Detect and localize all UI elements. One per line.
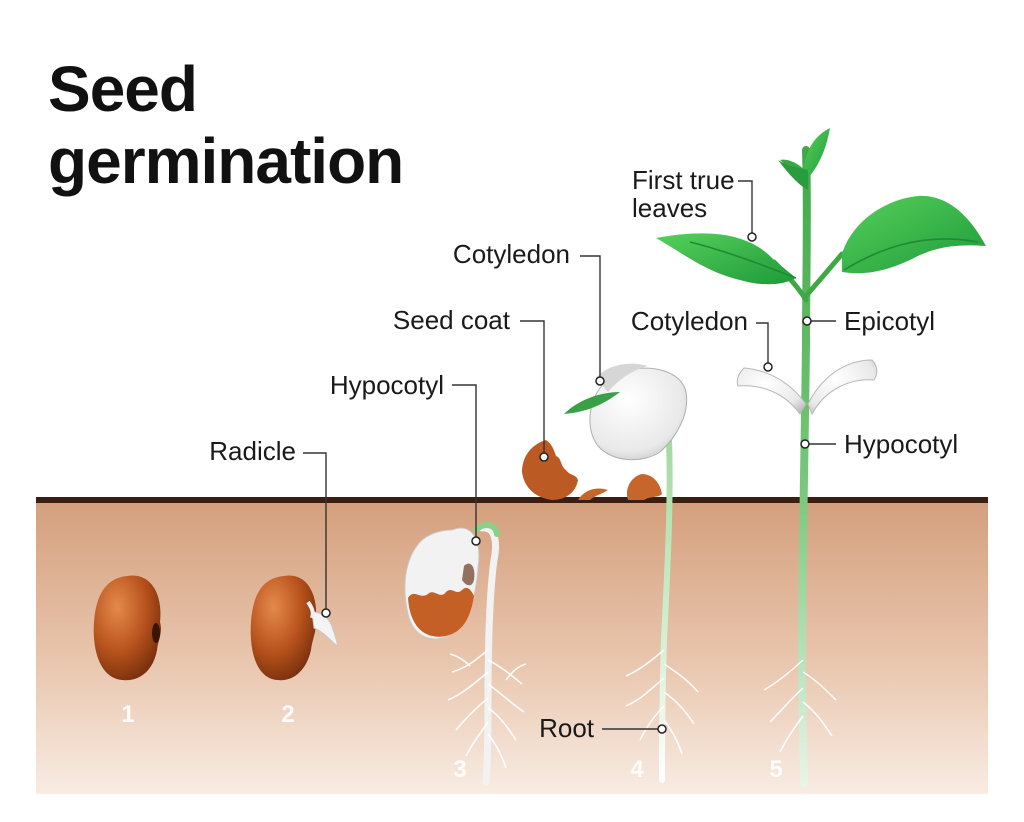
label-cotyledon-stage-5: Cotyledon: [631, 306, 748, 336]
soil: [36, 500, 988, 794]
label-first-true-leaves-line-1: First true: [632, 165, 735, 195]
stage-number-3: 3: [453, 756, 466, 783]
label-cotyledon-stage-4: Cotyledon: [453, 239, 570, 269]
title-line-2: germination: [48, 125, 404, 197]
label-hypocotyl-stage-3: Hypocotyl: [330, 370, 444, 400]
stage-number-1: 1: [121, 701, 134, 728]
stage-4-seedling: [522, 363, 699, 783]
label-radicle: Radicle: [209, 436, 296, 466]
stage-number-4: 4: [630, 756, 644, 783]
label-first-true-leaves-line-2: leaves: [632, 193, 707, 223]
stage-5-plant: [656, 128, 986, 788]
title-line-1: Seed: [48, 53, 198, 125]
label-hypocotyl-stage-5: Hypocotyl: [844, 429, 958, 459]
ground-line: [36, 497, 988, 503]
label-root: Root: [539, 713, 595, 743]
stage-2-seed: [250, 575, 338, 681]
stage-1-seed: [93, 575, 161, 681]
stage-number-2: 2: [281, 701, 294, 728]
label-seed-coat: Seed coat: [393, 305, 511, 335]
stage-number-5: 5: [769, 756, 782, 783]
stage-3-seedling: [404, 522, 527, 786]
label-epicotyl: Epicotyl: [844, 306, 935, 336]
leader-lines: [303, 180, 836, 734]
